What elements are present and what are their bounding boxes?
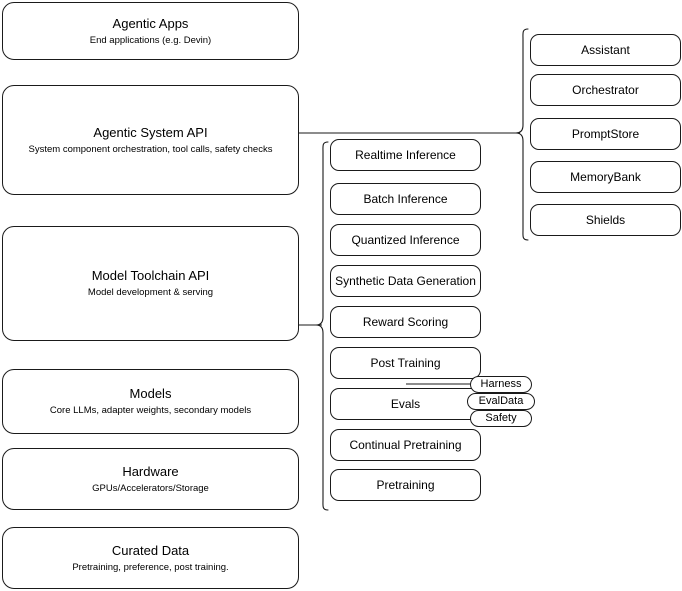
layer-agentic-apps[interactable]: Agentic Apps End applications (e.g. Devi…: [2, 2, 299, 60]
toolchain-item-label: Synthetic Data Generation: [335, 274, 476, 288]
system-component-memorybank[interactable]: MemoryBank: [530, 161, 681, 193]
layer-title: Models: [129, 386, 172, 401]
layer-hardware[interactable]: Hardware GPUs/Accelerators/Storage: [2, 448, 299, 510]
toolchain-item-post-training[interactable]: Post Training: [330, 347, 481, 379]
brace-toolchain: [315, 141, 329, 511]
system-component-shields[interactable]: Shields: [530, 204, 681, 236]
system-component-label: Orchestrator: [572, 83, 639, 97]
toolchain-item-evals[interactable]: Evals: [330, 388, 481, 420]
toolchain-item-label: Post Training: [370, 356, 441, 370]
layer-title: Curated Data: [111, 542, 190, 558]
layer-subtitle: Model development & serving: [87, 287, 214, 298]
toolchain-item-reward-scoring[interactable]: Reward Scoring: [330, 306, 481, 338]
layer-title: Agentic Apps: [112, 15, 189, 31]
toolchain-item-label: Continual Pretraining: [349, 438, 462, 452]
system-component-label: MemoryBank: [570, 170, 641, 184]
layer-title: Agentic System API: [93, 124, 208, 140]
layer-agentic-system-api[interactable]: Agentic System API System component orch…: [2, 85, 299, 195]
toolchain-item-label: Realtime Inference: [355, 148, 456, 162]
layer-subtitle: Pretraining, preference, post training.: [72, 561, 229, 573]
toolchain-item-synthetic-data-generation[interactable]: Synthetic Data Generation: [330, 265, 481, 297]
eval-pill-safety[interactable]: Safety: [470, 410, 532, 427]
eval-pill-evaldata[interactable]: EvalData: [467, 393, 535, 410]
toolchain-item-label: Quantized Inference: [351, 233, 460, 247]
system-component-promptstore[interactable]: PromptStore: [530, 118, 681, 150]
brace-system-components: [515, 28, 529, 241]
toolchain-item-continual-pretraining[interactable]: Continual Pretraining: [330, 429, 481, 461]
toolchain-item-label: Pretraining: [376, 478, 435, 492]
layer-subtitle: System component orchestration, tool cal…: [28, 143, 273, 155]
system-component-orchestrator[interactable]: Orchestrator: [530, 74, 681, 106]
toolchain-item-quantized-inference[interactable]: Quantized Inference: [330, 224, 481, 256]
toolchain-item-label: Evals: [390, 397, 421, 411]
system-component-label: Shields: [585, 213, 626, 227]
layer-title: Hardware: [122, 463, 179, 479]
layer-subtitle: End applications (e.g. Devin): [89, 34, 212, 46]
layer-model-toolchain-api[interactable]: Model Toolchain API Model development & …: [2, 226, 299, 341]
toolchain-item-label: Batch Inference: [363, 192, 448, 206]
system-component-label: PromptStore: [571, 127, 640, 141]
system-component-label: Assistant: [581, 43, 630, 57]
toolchain-item-realtime-inference[interactable]: Realtime Inference: [330, 139, 481, 171]
toolchain-item-pretraining[interactable]: Pretraining: [330, 469, 481, 501]
toolchain-item-batch-inference[interactable]: Batch Inference: [330, 183, 481, 215]
layer-models[interactable]: Models Core LLMs, adapter weights, secon…: [2, 369, 299, 434]
layer-curated-data[interactable]: Curated Data Pretraining, preference, po…: [2, 527, 299, 589]
toolchain-item-label: Reward Scoring: [362, 315, 449, 329]
layer-subtitle: GPUs/Accelerators/Storage: [92, 482, 209, 494]
system-component-assistant[interactable]: Assistant: [530, 34, 681, 66]
layer-title: Model Toolchain API: [91, 268, 210, 283]
layer-subtitle: Core LLMs, adapter weights, secondary mo…: [49, 405, 252, 416]
eval-pill-harness[interactable]: Harness: [470, 376, 532, 393]
